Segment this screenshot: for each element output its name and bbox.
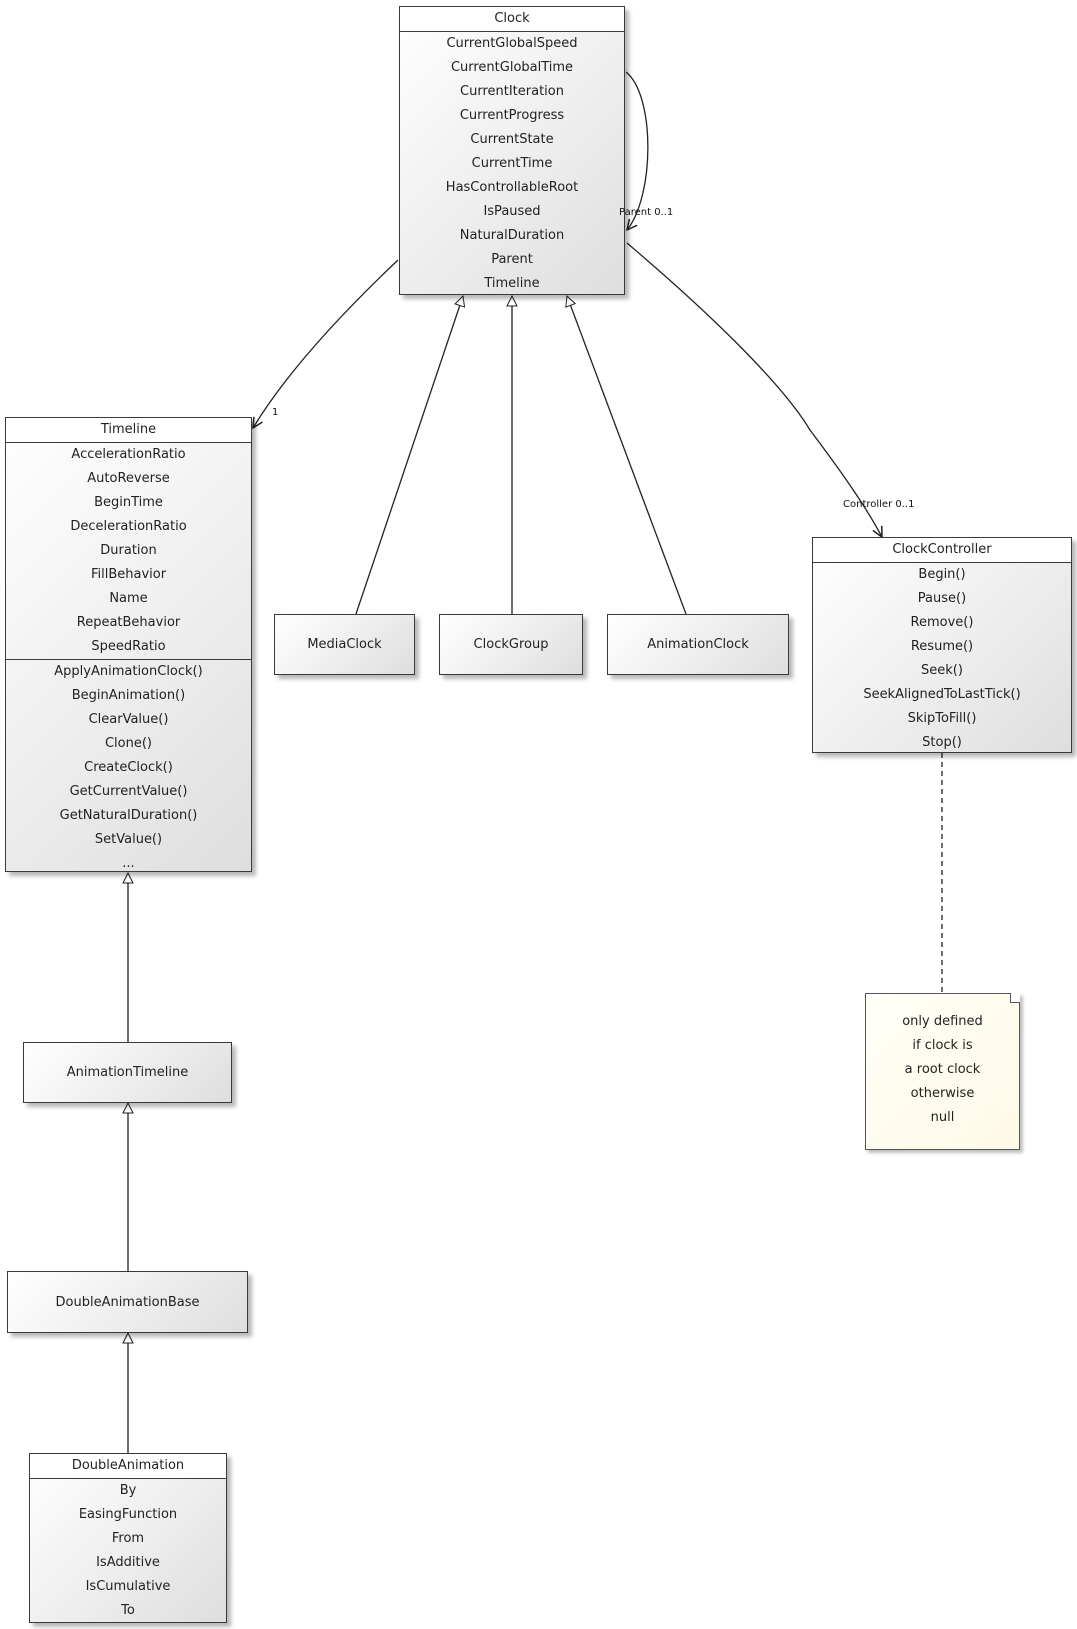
- class-clockcontroller-methods: Begin() Pause() Remove() Resume() Seek() Seek…: [813, 563, 1071, 755]
- class-member: HasControllableRoot: [445, 180, 579, 195]
- class-property: Name: [109, 591, 148, 606]
- class-timeline-methods: ApplyAnimationClock() BeginAnimation() Cle…: [6, 659, 251, 876]
- class-method: SkipToFill(): [907, 711, 977, 726]
- class-member: NaturalDuration: [459, 228, 565, 243]
- class-property: Duration: [100, 543, 157, 558]
- clock-timeline-association: [253, 259, 399, 428]
- note-line: otherwise: [910, 1086, 975, 1101]
- class-method: CreateClock(): [84, 760, 173, 775]
- class-animationtimeline[interactable]: AnimationTimeline: [23, 1042, 232, 1103]
- class-timeline-title: Timeline: [6, 418, 251, 443]
- class-doubleanimationbase[interactable]: DoubleAnimationBase: [7, 1271, 248, 1333]
- class-method: SeekAlignedToLastTick(): [863, 687, 1021, 702]
- class-method: Pause(): [917, 591, 967, 606]
- class-method: Stop(): [922, 735, 962, 750]
- class-member: CurrentGlobalTime: [450, 60, 574, 75]
- class-mediaclock[interactable]: MediaClock: [274, 614, 415, 675]
- class-method: GetCurrentValue(): [69, 784, 188, 799]
- class-member: EasingFunction: [78, 1507, 178, 1522]
- class-member: CurrentState: [470, 132, 554, 147]
- class-property: RepeatBehavior: [76, 615, 181, 630]
- class-member: IsCumulative: [85, 1579, 171, 1594]
- clock-controller-association: [626, 242, 882, 537]
- class-method: Clone(): [104, 736, 153, 751]
- class-method: SetValue(): [94, 832, 163, 847]
- clock-parent-self-association: [625, 71, 649, 230]
- animationclock-generalization: [567, 296, 687, 615]
- class-member: CurrentTime: [471, 156, 553, 171]
- edge-label-parent: Parent 0..1: [619, 207, 674, 218]
- class-member: Parent: [491, 252, 533, 267]
- class-clock-title: Clock: [400, 7, 624, 32]
- note-text: only defined if clock is a root clock other…: [866, 1010, 1019, 1130]
- class-method: ApplyAnimationClock(): [54, 664, 203, 679]
- class-animationclock[interactable]: AnimationClock: [607, 614, 789, 675]
- class-method: GetNaturalDuration(): [59, 808, 198, 823]
- note-fold-corner: [1010, 993, 1020, 1003]
- class-property: FillBehavior: [90, 567, 167, 582]
- class-method: Remove(): [910, 615, 974, 630]
- class-member: IsAdditive: [96, 1555, 160, 1570]
- class-member: Timeline: [484, 276, 540, 291]
- edge-label-controller: Controller 0..1: [843, 499, 915, 510]
- class-method: ...: [122, 856, 135, 871]
- edge-label-timeline-multiplicity: 1: [272, 407, 279, 418]
- class-member: IsPaused: [483, 204, 541, 219]
- note-line: null: [930, 1110, 955, 1125]
- note-line: if clock is: [912, 1038, 973, 1053]
- class-member: CurrentIteration: [460, 84, 564, 99]
- class-clockgroup[interactable]: ClockGroup: [439, 614, 583, 675]
- class-method: Resume(): [910, 639, 974, 654]
- note-line: only defined: [902, 1014, 983, 1029]
- class-doubleanimation-title: DoubleAnimation: [30, 1454, 226, 1479]
- class-clockcontroller-title: ClockController: [813, 538, 1071, 563]
- class-method: ClearValue(): [88, 712, 169, 727]
- class-member: By: [119, 1483, 137, 1498]
- class-method: Seek(): [921, 663, 963, 678]
- class-property: DecelerationRatio: [70, 519, 187, 534]
- class-property: BeginTime: [94, 495, 163, 510]
- class-member: To: [121, 1603, 135, 1618]
- class-clockcontroller[interactable]: ClockController Begin() Pause() Remove() Re…: [812, 537, 1072, 753]
- mediaclock-generalization: [355, 296, 463, 615]
- class-property: SpeedRatio: [91, 639, 166, 654]
- class-method: BeginAnimation(): [71, 688, 186, 703]
- note-root-clock[interactable]: only defined if clock is a root clock other…: [865, 993, 1020, 1150]
- class-property: AccelerationRatio: [71, 447, 186, 462]
- note-line: a root clock: [904, 1062, 981, 1077]
- class-member: CurrentGlobalSpeed: [446, 36, 578, 51]
- class-member: CurrentProgress: [459, 108, 565, 123]
- class-method: Begin(): [918, 567, 966, 582]
- class-member: From: [111, 1531, 145, 1546]
- class-property: AutoReverse: [87, 471, 170, 486]
